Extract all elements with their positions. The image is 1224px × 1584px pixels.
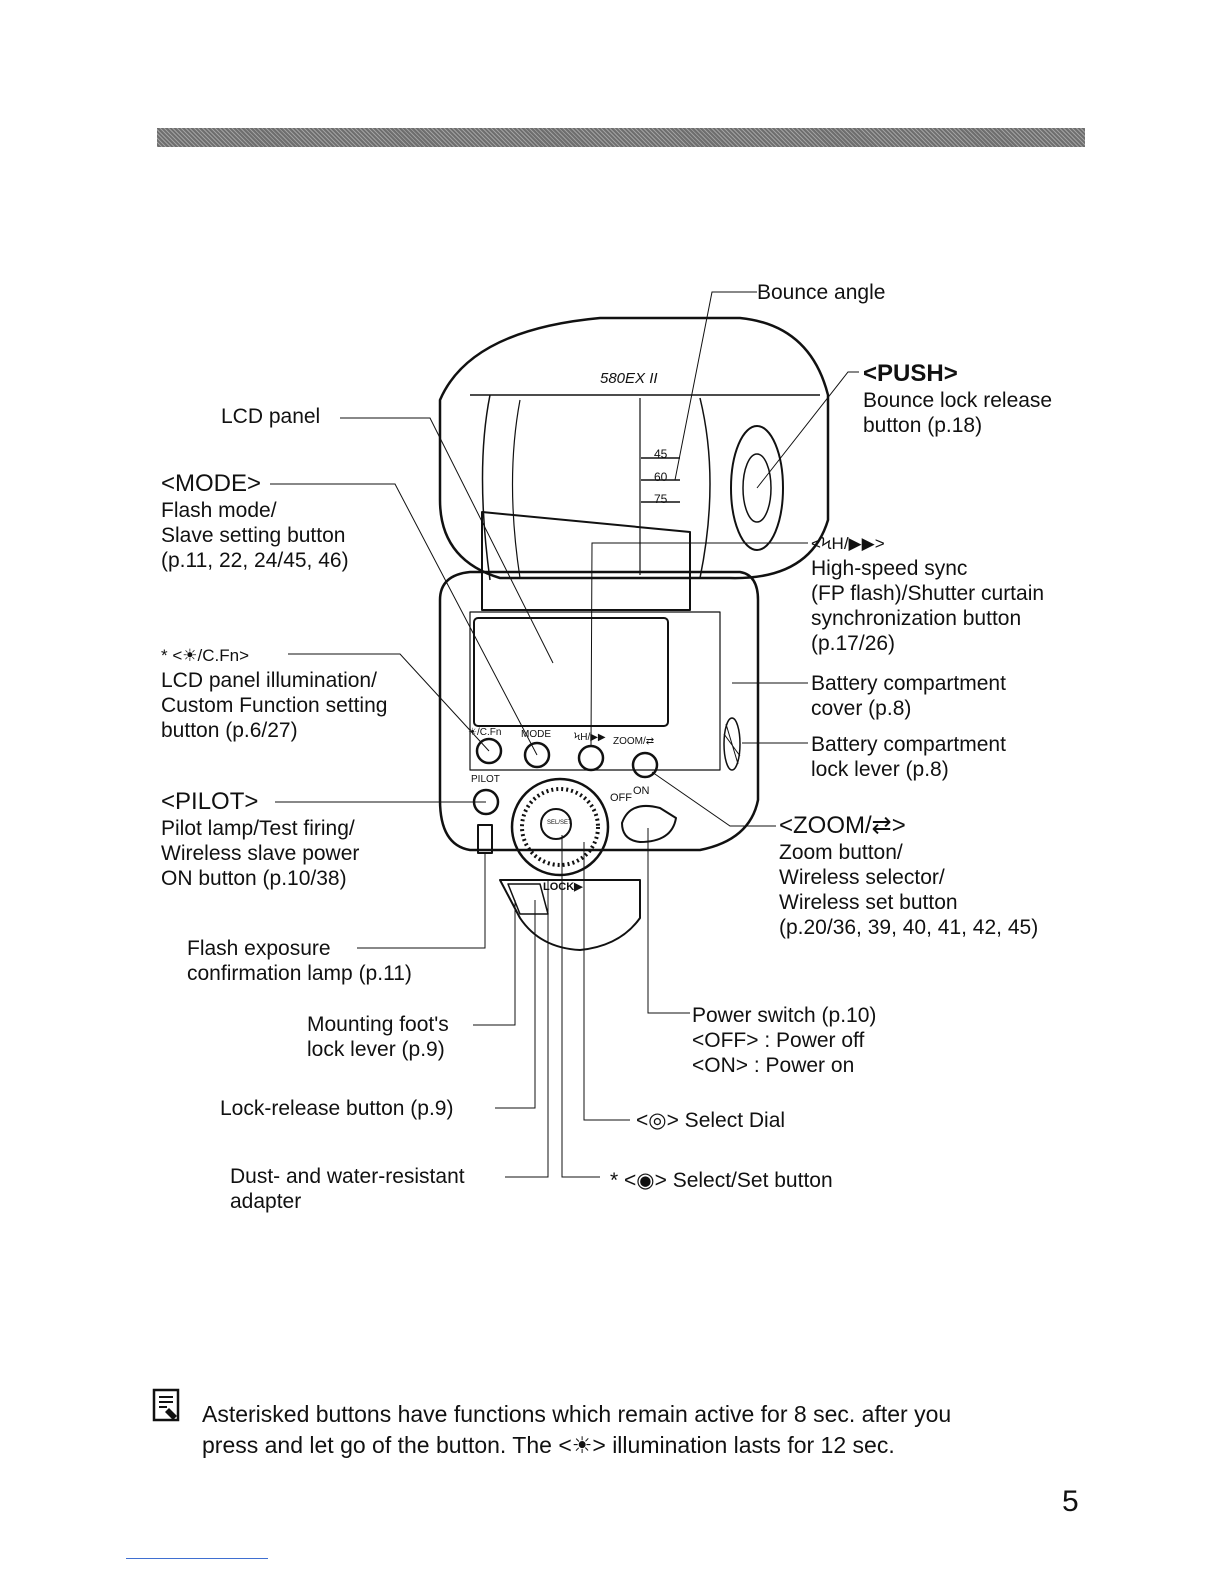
cfn-button [475,737,503,765]
marking-on: ON [633,785,650,797]
illum-line-1: LCD panel illumination/ [161,669,377,692]
zoom-button [631,751,659,779]
push-tag: <PUSH> [863,360,958,387]
power-switch [621,804,677,843]
leader-lines [270,291,859,1178]
label-lcd-panel-text: LCD panel [221,405,321,428]
illum-line-2: Custom Function setting [161,694,388,717]
zoom-line-1: Zoom button/ [779,841,903,864]
power-line-1: Power switch (p.10) [692,1004,877,1027]
push-line-2: button (p.18) [863,414,983,437]
label-bounce-angle: Bounce angle [757,280,885,305]
bounce-angle-text: Bounce angle [757,281,886,304]
pilot-line-1: Pilot lamp/Test firing/ [161,817,355,840]
dial-text: <◎> Select Dial [636,1109,786,1132]
note-text: Asterisked buttons have functions which … [202,1399,1082,1461]
pilot-tag: <PILOT> [161,788,259,815]
batt-lock-line-1: Battery compartment [811,733,1006,756]
model-marking: 580EX II [600,370,658,387]
flash-body [438,570,760,852]
mounting-foot [499,879,641,951]
label-select-dial: <◎> Select Dial [636,1108,785,1133]
label-lcd-panel: LCD panel [221,404,320,429]
label-hss: <ϞH/▶▶> High-speed sync (FP flash)/Shutt… [811,531,1044,656]
hss-tag: <ϞH/▶▶> [811,534,885,553]
hss-line-2: (FP flash)/Shutter curtain [811,582,1045,605]
dust-line-2: adapter [230,1190,302,1213]
set-text: * <◉> Select/Set button [610,1169,833,1192]
marking-pilot: PILOT [471,774,500,785]
label-lock-release: Lock-release button (p.9) [220,1096,453,1121]
label-battery-cover: Battery compartment cover (p.8) [811,671,1006,721]
zoom-line-3: Wireless set button [779,891,958,914]
note-line-1: Asterisked buttons have functions which … [202,1401,952,1427]
note-icon [152,1388,180,1422]
label-dust-adapter: Dust- and water-resistant adapter [230,1164,465,1214]
illum-line-3: button (p.6/27) [161,719,298,742]
lockrel-text: Lock-release button (p.9) [220,1097,454,1120]
marking-zoom: ZOOM/⇄ [613,736,654,747]
marking-mode: MODE [521,729,551,740]
foot-line-2: lock lever (p.9) [307,1038,445,1061]
hss-button [577,744,605,772]
sel-set-button [540,808,572,840]
battery-lock-lever [723,717,741,771]
fec-line-2: confirmation lamp (p.11) [187,962,412,985]
zoom-line-2: Wireless selector/ [779,866,945,889]
label-mode: <MODE> Flash mode/ Slave setting button … [161,470,349,573]
flash-neck [481,511,691,611]
bottom-rule [126,1558,268,1559]
label-zoom: <ZOOM/⇄> Zoom button/ Wireless selector/… [779,812,1038,940]
batt-lock-line-2: lock lever (p.8) [811,758,949,781]
flash-head [438,316,830,580]
power-line-3: <ON> : Power on [692,1054,855,1077]
page-number: 5 [1062,1485,1079,1518]
illum-tag: * <☀/C.Fn> [161,646,249,665]
batt-cover-line-2: cover (p.8) [811,697,912,720]
label-illumination: * <☀/C.Fn> LCD panel illumination/ Custo… [161,643,387,743]
pilot-line-3: ON button (p.10/38) [161,867,347,890]
marking-hss: ϞH/▶▶ [574,732,606,743]
angle-75: 75 [654,492,668,506]
label-pilot: <PILOT> Pilot lamp/Test firing/ Wireless… [161,788,359,891]
lcd-panel [473,617,669,727]
mode-line-1: Flash mode/ [161,499,277,522]
hss-line-4: (p.17/26) [811,632,896,655]
marking-cfn: ☀/C.Fn [468,727,501,738]
label-foot-lever: Mounting foot's lock lever (p.9) [307,1012,449,1062]
mode-button [523,741,551,769]
label-battery-lock: Battery compartment lock lever (p.8) [811,732,1006,782]
mode-tag: <MODE> [161,470,262,497]
fec-line-1: Flash exposure [187,937,331,960]
marking-off: OFF [610,792,632,804]
power-line-2: <OFF> : Power off [692,1029,865,1052]
push-line-1: Bounce lock release [863,389,1053,412]
zoom-tag: <ZOOM/⇄> [779,812,906,839]
marking-lock: LOCK▶ [543,881,583,893]
foot-line-1: Mounting foot's [307,1013,449,1036]
marking-sel-set: SEL/SET [547,820,572,826]
dust-line-1: Dust- and water-resistant [230,1165,465,1188]
label-push: <PUSH> Bounce lock release button (p.18) [863,360,1052,438]
bounce-push-button [730,425,784,551]
batt-cover-line-1: Battery compartment [811,672,1006,695]
label-select-set: * <◉> Select/Set button [610,1168,833,1193]
angle-60: 60 [654,470,668,484]
header-bar [157,128,1085,147]
mode-line-2: Slave setting button [161,524,346,547]
angle-45: 45 [654,447,668,461]
hss-line-1: High-speed sync [811,557,968,580]
hss-line-3: synchronization button [811,607,1022,630]
note-line-2: press and let go of the button. The <☀> … [202,1432,895,1458]
label-fec-lamp: Flash exposure confirmation lamp (p.11) [187,936,412,986]
label-power-switch: Power switch (p.10) <OFF> : Power off <O… [692,1003,876,1078]
zoom-line-4: (p.20/36, 39, 40, 41, 42, 45) [779,916,1039,939]
select-dial [510,777,610,877]
pilot-line-2: Wireless slave power [161,842,360,865]
mode-line-3: (p.11, 22, 24/45, 46) [161,549,349,572]
